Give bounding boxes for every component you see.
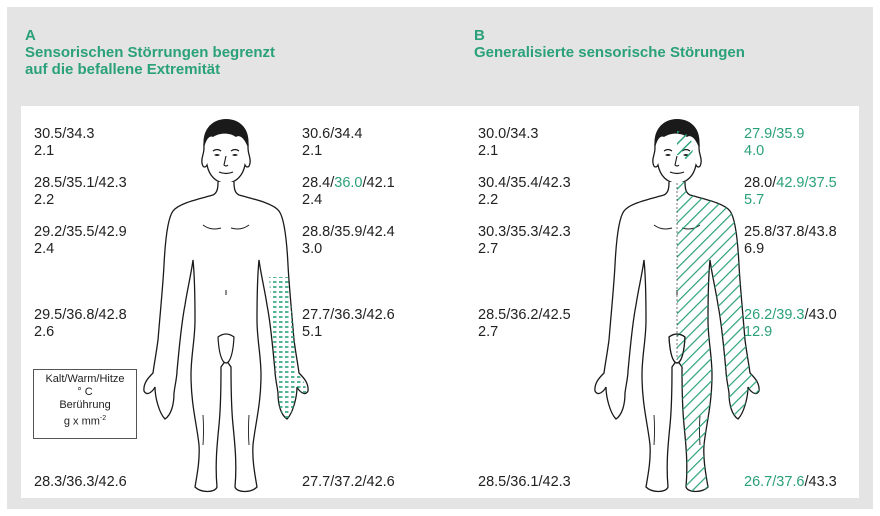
a-right-3-touch: 3.0 bbox=[302, 241, 395, 258]
a-right-2-temp-a: 28.4/ bbox=[302, 175, 334, 191]
b-right-5: 26.7/37.6/43.3 bbox=[744, 474, 837, 491]
legend-line4-sup: -2 bbox=[100, 415, 106, 422]
a-right-4-temp: 27.7/36.3/42.6 bbox=[302, 307, 395, 324]
affected-hand-area bbox=[269, 277, 306, 419]
b-left-1-temp: 30.0/34.3 bbox=[478, 126, 538, 143]
legend-line4: g x mm bbox=[64, 416, 100, 428]
a-right-5-temp: 27.7/37.2/42.6 bbox=[302, 474, 395, 491]
b-right-4-temp-highlight: 26.2/39.3 bbox=[744, 307, 804, 323]
b-right-4-touch: 12.9 bbox=[744, 324, 837, 341]
b-left-4-temp: 28.5/36.2/42.5 bbox=[478, 307, 571, 324]
b-left-2-temp: 30.4/35.4/42.3 bbox=[478, 175, 571, 192]
b-left-2-touch: 2.2 bbox=[478, 192, 571, 209]
a-left-3-temp: 29.2/35.5/42.9 bbox=[34, 224, 127, 241]
b-left-3-temp: 30.3/35.3/42.3 bbox=[478, 224, 571, 241]
a-right-2-touch: 2.4 bbox=[302, 192, 395, 209]
b-right-4-temp-b: /43.0 bbox=[804, 307, 836, 323]
a-right-5: 27.7/37.2/42.6 bbox=[302, 474, 395, 491]
legend-box: Kalt/Warm/Hitze ° C Berührung g x mm-2 bbox=[33, 369, 137, 439]
panel-b-title-line1: Generalisierte sensorische Störungen bbox=[474, 44, 745, 61]
body-figure-b bbox=[592, 115, 762, 495]
b-left-3-touch: 2.7 bbox=[478, 241, 571, 258]
a-left-1-temp: 30.5/34.3 bbox=[34, 126, 94, 143]
a-left-3-touch: 2.4 bbox=[34, 241, 127, 258]
panel-b-header: B Generalisierte sensorische Störungen bbox=[474, 27, 745, 61]
a-right-1-temp: 30.6/34.4 bbox=[302, 126, 362, 143]
a-right-3-temp: 28.8/35.9/42.4 bbox=[302, 224, 395, 241]
legend-line1: Kalt/Warm/Hitze bbox=[34, 373, 136, 386]
a-left-5-temp: 28.3/36.3/42.6 bbox=[34, 474, 127, 491]
body-figure-a bbox=[141, 115, 311, 495]
a-left-5: 28.3/36.3/42.6 bbox=[34, 474, 127, 491]
a-right-1-touch: 2.1 bbox=[302, 143, 362, 160]
a-left-4-temp: 29.5/36.8/42.8 bbox=[34, 307, 127, 324]
panel-b-letter: B bbox=[474, 27, 745, 44]
a-right-2-temp-highlight: 36.0 bbox=[334, 175, 362, 191]
a-right-4-touch: 5.1 bbox=[302, 324, 395, 341]
panel-a-header: A Sensorischen Störrungen begrenzt auf d… bbox=[25, 27, 275, 78]
b-left-4-touch: 2.7 bbox=[478, 324, 571, 341]
a-right-2-temp-c: /42.1 bbox=[362, 175, 394, 191]
b-right-2-touch: 5.7 bbox=[744, 192, 837, 209]
legend-line2: ° C bbox=[34, 386, 136, 399]
panel-a-title-line1: Sensorischen Störrungen begrenzt bbox=[25, 44, 275, 61]
b-left-5-temp: 28.5/36.1/42.3 bbox=[478, 474, 571, 491]
b-right-2-temp-a: 28.0/ bbox=[744, 175, 776, 191]
b-right-1-temp: 27.9/35.9 bbox=[744, 126, 804, 143]
a-left-4-touch: 2.6 bbox=[34, 324, 127, 341]
a-left-2-touch: 2.2 bbox=[34, 192, 127, 209]
b-right-2-temp-highlight: 42.9/37.5 bbox=[776, 175, 836, 191]
b-right-1-touch: 4.0 bbox=[744, 143, 804, 160]
panel-a-letter: A bbox=[25, 27, 275, 44]
b-right-5-temp-b: /43.3 bbox=[804, 474, 836, 490]
b-left-1-touch: 2.1 bbox=[478, 143, 538, 160]
b-right-3-temp: 25.8/37.8/43.8 bbox=[744, 224, 837, 241]
a-left-1-touch: 2.1 bbox=[34, 143, 94, 160]
b-left-5: 28.5/36.1/42.3 bbox=[478, 474, 571, 491]
legend-line3: Berührung bbox=[34, 399, 136, 412]
b-right-3-touch: 6.9 bbox=[744, 241, 837, 258]
panel-a-title-line2: auf die befallene Extremität bbox=[25, 61, 275, 78]
a-left-2-temp: 28.5/35.1/42.3 bbox=[34, 175, 127, 192]
b-right-5-temp-highlight: 26.7/37.6 bbox=[744, 474, 804, 490]
